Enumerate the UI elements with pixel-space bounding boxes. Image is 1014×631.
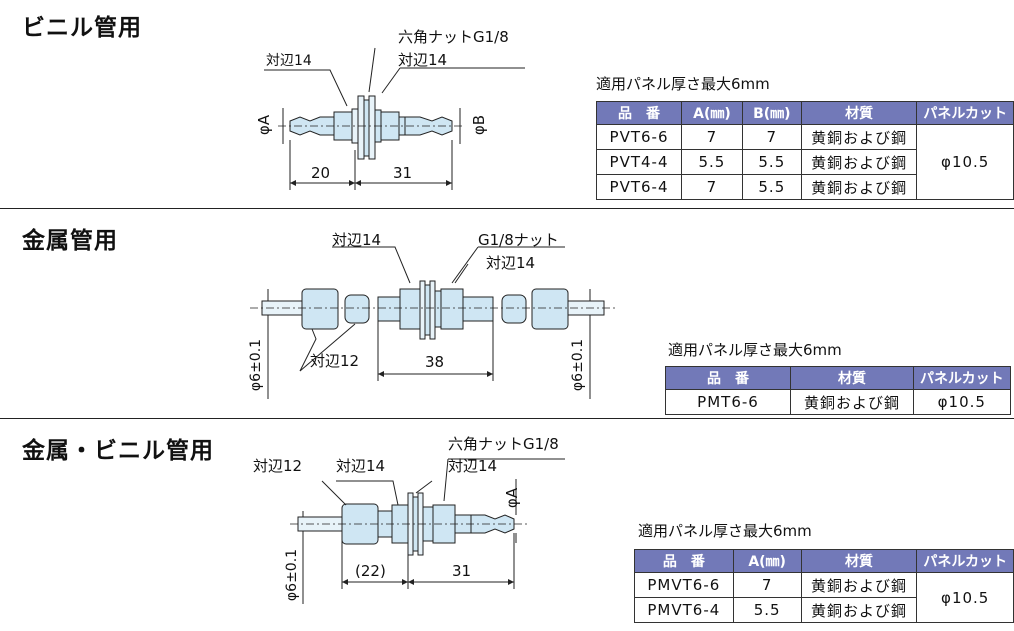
cell-material: 黄銅および鋼 — [800, 572, 918, 598]
cell-panel-cut: φ10.5 — [916, 124, 1014, 200]
header-part-no: 品 番 — [634, 549, 734, 573]
header-panel-cut: パネルカット — [916, 101, 1014, 125]
spec-table: 品 番 材質 パネルカット PMT6-6 黄銅および鋼 φ10.5 — [665, 366, 1011, 415]
label-taihen14-left: 対辺14 — [332, 231, 382, 249]
section-metal-vinyl-tube: 金属・ビニル管用 — [0, 419, 1014, 631]
section-title: 金属・ビニル管用 — [22, 438, 214, 464]
cell-part: PMVT6-4 — [634, 597, 734, 623]
section-title: 金属管用 — [22, 228, 118, 254]
cell-a: 7 — [732, 572, 802, 598]
cell-material: 黄銅および鋼 — [800, 149, 918, 175]
label-hex-nut: 六角ナットG1/8 — [448, 435, 559, 453]
cell-b: 5.5 — [741, 174, 802, 200]
section-metal-tube: 金属管用 — [0, 209, 1014, 419]
dim-20: 20 — [311, 164, 331, 182]
label-phi6-left: φ6±0.1 — [248, 338, 265, 392]
cell-part: PVT6-6 — [595, 124, 683, 150]
label-phi-a: φA — [503, 487, 522, 509]
label-phi6-right: φ6±0.1 — [570, 338, 587, 392]
panel-thickness-note: 適用パネル厚さ最大6mm — [638, 522, 812, 540]
spec-table: 品 番 A(㎜) 材質 パネルカット PMVT6-6 7 黄銅および鋼 φ10.… — [634, 549, 1014, 623]
dim-22: (22) — [355, 562, 386, 580]
cell-material: 黄銅および鋼 — [800, 597, 918, 623]
panel-thickness-note: 適用パネル厚さ最大6mm — [668, 341, 842, 359]
panel-thickness-note: 適用パネル厚さ最大6mm — [596, 75, 770, 93]
cell-material: 黄銅および鋼 — [800, 124, 918, 150]
label-taihen14-left: 対辺14 — [336, 457, 386, 475]
cell-b: 7 — [741, 124, 802, 150]
header-a: A(㎜) — [681, 101, 743, 125]
header-material: 材質 — [800, 549, 918, 573]
cell-a: 5.5 — [681, 149, 743, 175]
header-material: 材質 — [800, 101, 918, 125]
label-phi6: φ6±0.1 — [284, 548, 301, 602]
label-taihen12: 対辺12 — [253, 457, 303, 475]
cell-part: PVT6-4 — [595, 174, 683, 200]
header-panel-cut: パネルカット — [913, 366, 1011, 390]
fitting-drawing — [264, 47, 525, 190]
header-b: B(㎜) — [741, 101, 802, 125]
header-panel-cut: パネルカット — [916, 549, 1014, 573]
header-material: 材質 — [790, 366, 914, 390]
cell-a: 7 — [681, 174, 743, 200]
header-part-no: 品 番 — [595, 101, 683, 125]
label-taihen14-right: 対辺14 — [398, 51, 448, 69]
cell-b: 5.5 — [741, 149, 802, 175]
spec-table: 品 番 A(㎜) B(㎜) 材質 パネルカット PVT6-6 7 7 黄銅および… — [595, 101, 1014, 200]
cell-part: PMT6-6 — [665, 389, 791, 415]
cell-material: 黄銅および鋼 — [790, 389, 914, 415]
header-part-no: 品 番 — [665, 366, 791, 390]
fitting-drawing — [250, 246, 616, 399]
cell-a: 7 — [681, 124, 743, 150]
header-a: A(㎜) — [732, 549, 802, 573]
cell-a: 5.5 — [732, 597, 802, 623]
cell-material: 黄銅および鋼 — [800, 174, 918, 200]
label-taihen12: 対辺12 — [310, 352, 360, 370]
dim-31: 31 — [393, 164, 413, 182]
fitting-drawing — [290, 458, 565, 604]
label-phi-a: φA — [255, 114, 274, 136]
label-hex-nut: 六角ナットG1/8 — [398, 28, 509, 46]
cell-panel-cut: φ10.5 — [916, 572, 1014, 623]
dim-38: 38 — [425, 353, 445, 371]
cell-part: PMVT6-6 — [634, 572, 734, 598]
cell-part: PVT4-4 — [595, 149, 683, 175]
label-taihen14-left: 対辺14 — [266, 53, 312, 69]
dim-31: 31 — [452, 562, 472, 580]
label-taihen14-right: 対辺14 — [486, 254, 536, 272]
label-g18-nut: G1/8ナット — [478, 231, 559, 249]
section-vinyl-tube: ビニル管用 — [0, 0, 1014, 209]
label-phi-b: φB — [470, 114, 489, 136]
label-taihen14-right: 対辺14 — [448, 457, 498, 475]
cell-panel-cut: φ10.5 — [913, 389, 1011, 415]
section-title: ビニル管用 — [22, 15, 142, 41]
